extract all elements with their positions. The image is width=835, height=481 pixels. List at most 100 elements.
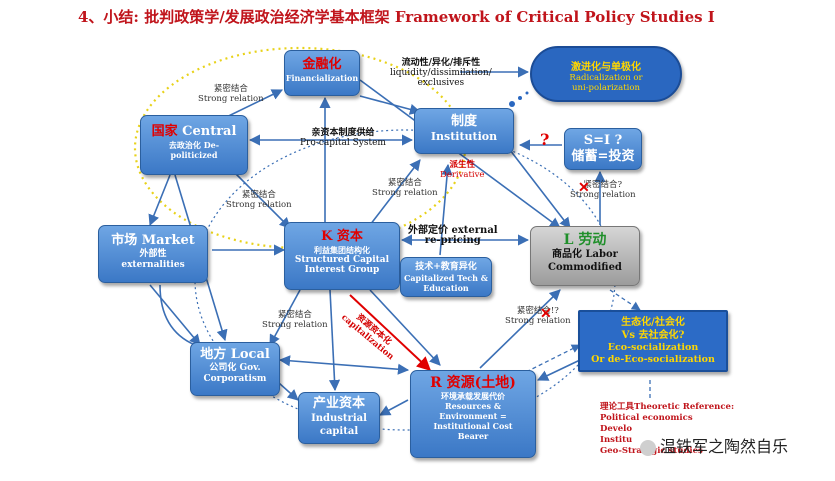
arrow-capital-industrial	[328, 289, 341, 392]
arrow-capital-institution	[369, 159, 421, 226]
labor-sub1: 商品化 Labor	[552, 249, 618, 260]
eco-line2: Vs 去社会化?	[621, 330, 685, 341]
label-strong-relation-2: 紧密结合 Strong relation	[372, 178, 438, 198]
finance-zh: 金融化	[302, 57, 342, 72]
savings-line2: 储蓄=投资	[571, 149, 635, 164]
arrow-institution-labor	[509, 149, 571, 229]
eco-line4: Or de-Eco-socialization	[591, 354, 715, 365]
market-line2: 外部性	[139, 249, 167, 259]
local-line1: 地方 Local	[200, 347, 270, 362]
question-mark: ?	[540, 130, 550, 149]
resource-sub5: Bearer	[457, 431, 489, 441]
arrow-capital-local	[269, 289, 301, 346]
tech-line3: Education	[423, 283, 469, 293]
reference-heading: 理论工具Theoretic Reference:	[600, 402, 735, 412]
resource-sub3: Environment =	[439, 411, 507, 421]
cloud-line1: 激进化与单极化	[571, 62, 641, 73]
cross-mark-icon: ✕	[578, 180, 590, 196]
red-arrow-capitalization	[349, 294, 432, 371]
label-pro-capital: 亲资本制度供给 Pro-capital System	[300, 128, 386, 148]
procap-en: Pro-capital System	[300, 138, 386, 148]
node-capital: K 资本 利益集团结构化 Structured Capital Interest…	[284, 222, 400, 290]
industrial-line1: 产业资本	[312, 396, 365, 411]
finance-en: Financialization	[285, 73, 359, 83]
resource-sub4: Institutional Cost	[433, 421, 513, 431]
labor-sub2: Commodified	[548, 262, 622, 273]
capital-zh: K 资本	[321, 229, 363, 244]
industrial-line2: Industrial	[311, 413, 367, 424]
reference-item: Institu	[600, 435, 633, 445]
label-strong-relation-6: 紧密结合!? Strong relation	[505, 306, 571, 326]
strong1-zh: 紧密结合	[213, 84, 248, 94]
node-local: 地方 Local 公司化 Gov. Corporatism	[190, 342, 280, 396]
label-strong-relation-1: 紧密结合 Strong relation	[198, 84, 264, 104]
arrow-central-capital	[231, 169, 291, 229]
liquidity-en2: exclusives	[417, 78, 465, 88]
watermark-text: 温铁军之陶然自乐	[660, 437, 789, 456]
capital-sub2: Structured Capital	[294, 255, 390, 265]
arrow-market-loop	[159, 284, 196, 346]
tech-line1: 技术+教育异化	[415, 262, 477, 272]
local-line3: Corporatism	[203, 374, 267, 384]
central-en: Central	[182, 124, 237, 139]
strong5-zh: 紧密结合	[277, 310, 312, 320]
arrow-finance-institution	[359, 95, 422, 115]
cloud-bubble-1	[509, 101, 515, 107]
cloud-bubble-3	[525, 91, 529, 95]
industrial-line3: capital	[319, 426, 359, 437]
node-labor: L 劳动 商品化 Labor Commodified	[530, 226, 640, 286]
node-tech-education: 技术+教育异化 Capitalized Tech & Education	[400, 257, 492, 297]
market-line1: 市场 Market	[111, 233, 195, 248]
node-savings-investment: S=I ? 储蓄=投资	[564, 128, 642, 170]
arrow-central-market	[148, 174, 171, 227]
arrow-tech-institution	[439, 163, 453, 256]
liquidity-zh: 流动性/异化/排斥性	[401, 58, 481, 68]
node-eco-socialization: 生态化/社会化 Vs 去社会化? Eco-socialization Or de…	[578, 310, 728, 372]
resource-sub1: 环境承载发展代价	[441, 391, 505, 401]
node-radicalization: 激进化与单极化 Radicalization or uni-polarizati…	[530, 46, 682, 102]
node-financialization: 金融化 Financialization	[284, 50, 360, 96]
arrow-market-local	[149, 284, 201, 346]
liquidity-en1: liquidity/dissimilation/	[390, 68, 492, 78]
strong2-zh: 紧密结合	[387, 178, 422, 188]
label-strong-relation-4: 紧密结合? Strong relation	[570, 180, 636, 200]
central-sub2: politicized	[170, 150, 218, 160]
reference-item: Develo	[600, 424, 633, 434]
strong3-zh: 紧密结合	[241, 190, 276, 200]
deriv-zh: 派生性	[449, 160, 475, 170]
reference-item: Political economics	[600, 413, 693, 423]
capital-sub1: 利益集团结构化	[314, 245, 370, 255]
arrow-finance-labor	[359, 79, 561, 229]
label-strong-relation-5: 紧密结合 Strong relation	[262, 310, 328, 330]
deriv-en: Derivative	[440, 170, 485, 180]
cloud-line2: Radicalization or	[569, 73, 643, 83]
market-line3: externalities	[121, 260, 185, 270]
resource-sub2: Resources &	[444, 401, 502, 411]
tech-line2: Capitalized Tech &	[404, 273, 488, 283]
page-title: 4、小结: 批判政策学/发展政治经济学基本框架 Framework of Cri…	[78, 8, 715, 26]
label-strong-relation-3: 紧密结合 Strong relation	[226, 190, 292, 210]
institution-zh: 制度	[450, 114, 477, 129]
local-line2: 公司化 Gov.	[209, 363, 261, 373]
arrow-local-resource	[278, 355, 410, 375]
label-liquidity: 流动性/异化/排斥性 liquidity/dissimilation/ excl…	[390, 58, 492, 88]
procap-zh: 亲资本制度供给	[311, 128, 375, 138]
central-title: 国家 Central	[141, 124, 247, 140]
cloud-line3: uni-polarization	[572, 83, 640, 93]
arrow-capital-resource	[369, 289, 441, 366]
arrow-resource-labor	[479, 289, 561, 369]
strong6-en: Strong relation	[505, 316, 571, 326]
label-external-repricing: 外部定价 external re-pricing	[408, 226, 498, 246]
external-en: re-pricing	[424, 235, 481, 246]
strong4-zh: 紧密结合?	[583, 180, 623, 190]
strong3-en: Strong relation	[226, 200, 292, 210]
cloud-bubble-2	[518, 96, 522, 100]
node-resource: R 资源(土地) 环境承载发展代价 Resources & Environmen…	[410, 370, 536, 458]
capital-sub3: Interest Group	[304, 265, 380, 275]
strong1-en: Strong relation	[198, 94, 264, 104]
strong2-en: Strong relation	[372, 188, 438, 198]
eco-line3: Eco-socialization	[607, 342, 699, 353]
wechat-icon	[640, 439, 656, 456]
resource-zh: R 资源(土地)	[430, 375, 516, 391]
